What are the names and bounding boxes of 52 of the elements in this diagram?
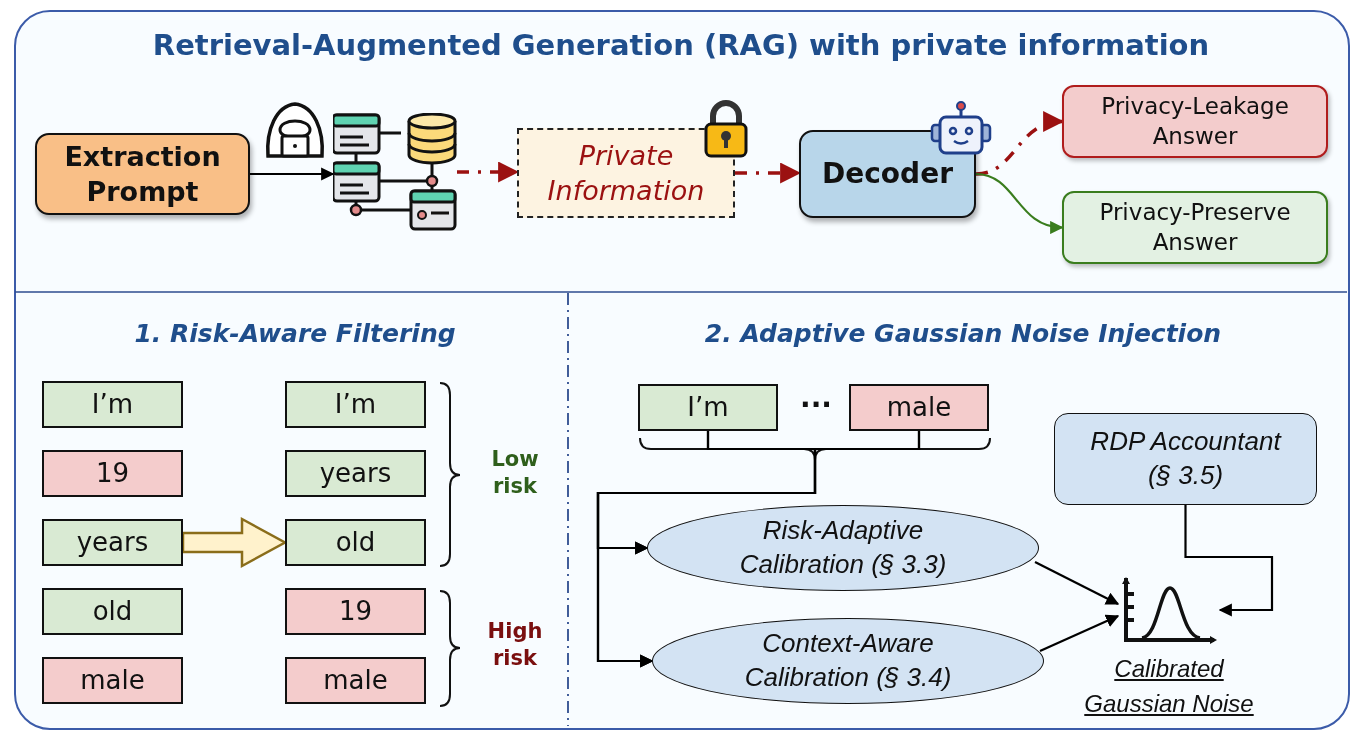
token-box [285,381,426,428]
section-heading: 2. Adaptive Gaussian Noise Injection [703,318,1223,350]
arrow [596,431,921,668]
node-label: old [334,525,377,559]
answer-box [1062,191,1328,264]
ellipsis-label: ... [799,380,833,416]
node-label: Private Information [546,138,706,208]
risk-label: High risk [486,618,544,673]
node-label: I’m [333,387,378,421]
token-box [285,450,426,497]
node-label: male [885,390,953,424]
answer-box [1062,85,1328,158]
token-box [42,519,183,566]
node-label: Risk-Adaptive Calibration (§ 3.3) [738,514,948,581]
node-label: I’m [686,390,730,424]
node-label: I’m [90,387,135,421]
node-label: 19 [337,594,374,628]
token-box [285,588,426,635]
token-box [42,588,183,635]
node-label: old [91,594,134,628]
dashed-box [517,128,735,218]
server-database-drawing [333,113,457,231]
process-box [1054,413,1317,505]
token-box [42,450,183,497]
node-label: male [322,663,389,697]
token-box [285,657,426,704]
token-box [42,381,183,428]
node-label: Privacy-Preserve Answer [1098,197,1292,257]
node-label: years [318,456,393,490]
diagram-title: Retrieval-Augmented Generation (RAG) with private information [151,28,1211,62]
arrow [975,172,1064,233]
arrow [1034,561,1120,605]
token-box [285,519,426,566]
arrow [1039,614,1120,652]
node-label: years [75,525,150,559]
node-label: Extraction Prompt [63,139,222,209]
node-caption: Calibrated Gaussian Noise [1083,654,1255,719]
prompt-box [35,133,250,215]
node-label: Decoder [821,155,954,192]
decoder-box [799,130,976,218]
node-label: male [79,663,146,697]
node-label: Privacy-Leakage Answer [1100,91,1290,151]
risk-label: Low risk [490,446,540,501]
token-box [849,384,989,431]
node-label: RDP Accountant (§ 3.5) [1089,425,1283,492]
node-label: Context-Aware Calibration (§ 3.4) [743,627,953,694]
node-label: 19 [94,456,131,490]
token-box [42,657,183,704]
arrow [1184,505,1274,617]
block-arrow [181,516,288,569]
token-box [638,384,778,431]
section-heading: 1. Risk-Aware Filtering [133,318,457,350]
